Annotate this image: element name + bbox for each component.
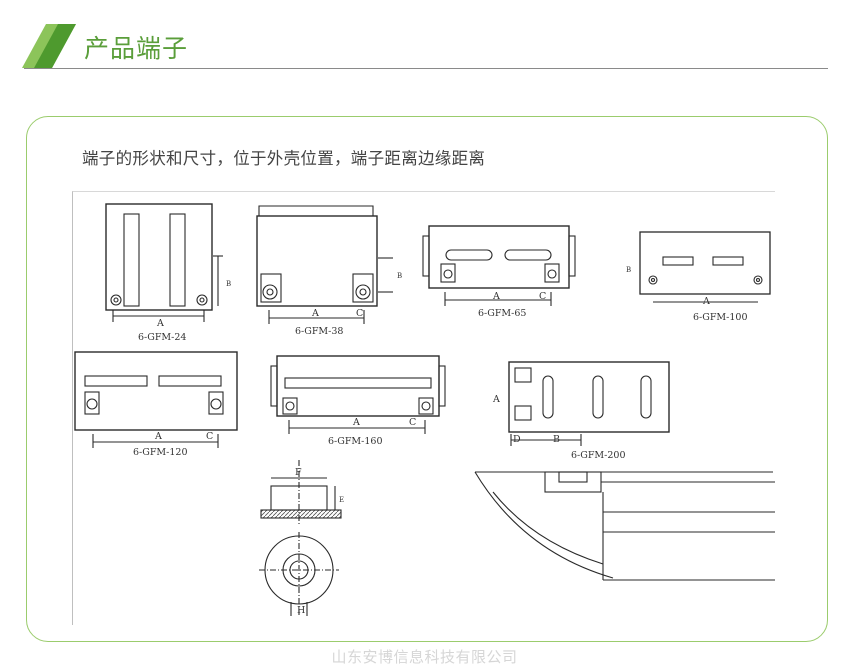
model-label-gfm65: 6-GFM-65	[478, 308, 526, 319]
diagram-gfm120: A C 6-GFM-120	[74, 351, 238, 458]
diagram-gfm65: A C 6-GFM-65	[422, 225, 576, 319]
dim-label-a: A	[702, 296, 710, 307]
dim-label-a: A	[311, 308, 319, 319]
diagram-gfm24: B A 6-GFM-24	[105, 203, 231, 343]
model-label-gfm200: 6-GFM-200	[571, 450, 626, 461]
model-label-gfm24: 6-GFM-24	[138, 332, 186, 343]
dim-label-a: A	[492, 291, 500, 302]
model-label-gfm38: 6-GFM-38	[295, 326, 343, 337]
model-label-gfm160: 6-GFM-160	[328, 436, 383, 447]
dim-label-c: C	[539, 291, 546, 302]
section-header: 产品端子	[0, 0, 849, 80]
dim-label-e: E	[339, 496, 344, 504]
dim-label-c: C	[356, 308, 363, 319]
dim-label-a: A	[156, 318, 164, 329]
panel-caption: 端子的形状和尺寸，位于外壳位置，端子距离边缘距离	[82, 149, 486, 168]
terminal-top-view: H	[259, 532, 339, 616]
diagram-gfm200: D B A 6-GFM-200	[492, 361, 670, 461]
dim-label-d: D	[513, 434, 521, 445]
diagram-gfm38: B A C 6-GFM-38	[256, 205, 402, 337]
terminal-side-view: F E	[260, 460, 344, 524]
dim-label-a: A	[352, 417, 360, 428]
diagram-gfm160: A C 6-GFM-160	[270, 355, 446, 447]
dim-label-b: B	[226, 280, 231, 288]
model-label-gfm120: 6-GFM-120	[133, 447, 188, 458]
dim-label-h: H	[297, 605, 305, 616]
diagram-gfm100: A B 6-GFM-100	[626, 231, 771, 323]
company-watermark: 山东安博信息科技有限公司	[331, 648, 518, 666]
header-slash-icon	[22, 24, 76, 68]
dim-label-a: A	[154, 431, 162, 442]
model-label-gfm100: 6-GFM-100	[693, 312, 748, 323]
dim-label-a: A	[492, 394, 500, 405]
dim-label-c: C	[206, 431, 213, 442]
header-divider	[24, 68, 828, 69]
dim-label-b: B	[397, 272, 402, 280]
terminal-drawing: B A 6-GFM-24 B A C 6-GFM-38	[72, 191, 775, 625]
terminal-case-section	[474, 471, 775, 581]
dim-label-b: B	[553, 434, 560, 445]
content-panel	[26, 116, 828, 642]
section-title: 产品端子	[84, 34, 189, 63]
dim-label-c: C	[409, 417, 416, 428]
dim-label-b: B	[626, 266, 631, 274]
